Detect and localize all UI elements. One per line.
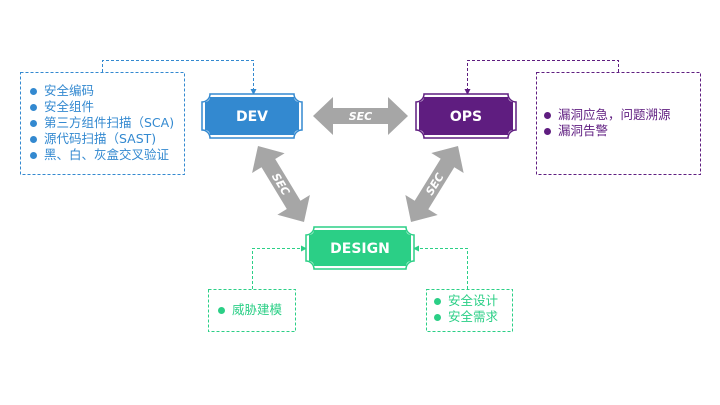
list-item: 安全需求 — [432, 309, 498, 325]
design-left-connector — [252, 245, 307, 289]
dev-ops-arrow: SEC — [313, 97, 408, 135]
design-right-list-box — [426, 289, 513, 332]
design-right-list: 安全设计 安全需求 — [432, 293, 498, 325]
dev-list-box — [20, 72, 185, 175]
ops-node: OPS — [415, 93, 517, 139]
list-item: 安全设计 — [432, 293, 498, 309]
list-item: 黑、白、灰盒交叉验证 — [28, 147, 174, 163]
design-left-list-box — [208, 289, 296, 332]
ops-connector — [464, 60, 619, 95]
list-item: 源代码扫描（SAST) — [28, 131, 174, 147]
ops-node-label: OPS — [450, 109, 482, 125]
dev-node: DEV — [201, 93, 303, 139]
design-node-label: DESIGN — [330, 241, 390, 257]
ops-list: 漏洞应急，问题溯源 漏洞告警 — [542, 107, 671, 139]
list-item: 漏洞告警 — [542, 123, 671, 139]
dev-node-label: DEV — [236, 109, 268, 125]
dev-connector — [102, 60, 257, 95]
dev-list: 安全编码 安全组件 第三方组件扫描（SCA) 源代码扫描（SAST) 黑、白、灰… — [28, 83, 174, 163]
ops-design-arrow: SEC — [405, 146, 464, 222]
list-item: 第三方组件扫描（SCA) — [28, 115, 174, 131]
design-right-connector — [413, 245, 468, 289]
list-item: 安全编码 — [28, 83, 174, 99]
dev-design-arrow: SEC — [252, 146, 310, 222]
design-left-list: 威胁建模 — [216, 302, 282, 318]
design-node: DESIGN — [305, 226, 415, 270]
ops-list-box — [536, 72, 701, 175]
list-item: 威胁建模 — [216, 302, 282, 318]
list-item: 安全组件 — [28, 99, 174, 115]
dev-ops-arrow-label: SEC — [349, 110, 373, 123]
list-item: 漏洞应急，问题溯源 — [542, 107, 671, 123]
